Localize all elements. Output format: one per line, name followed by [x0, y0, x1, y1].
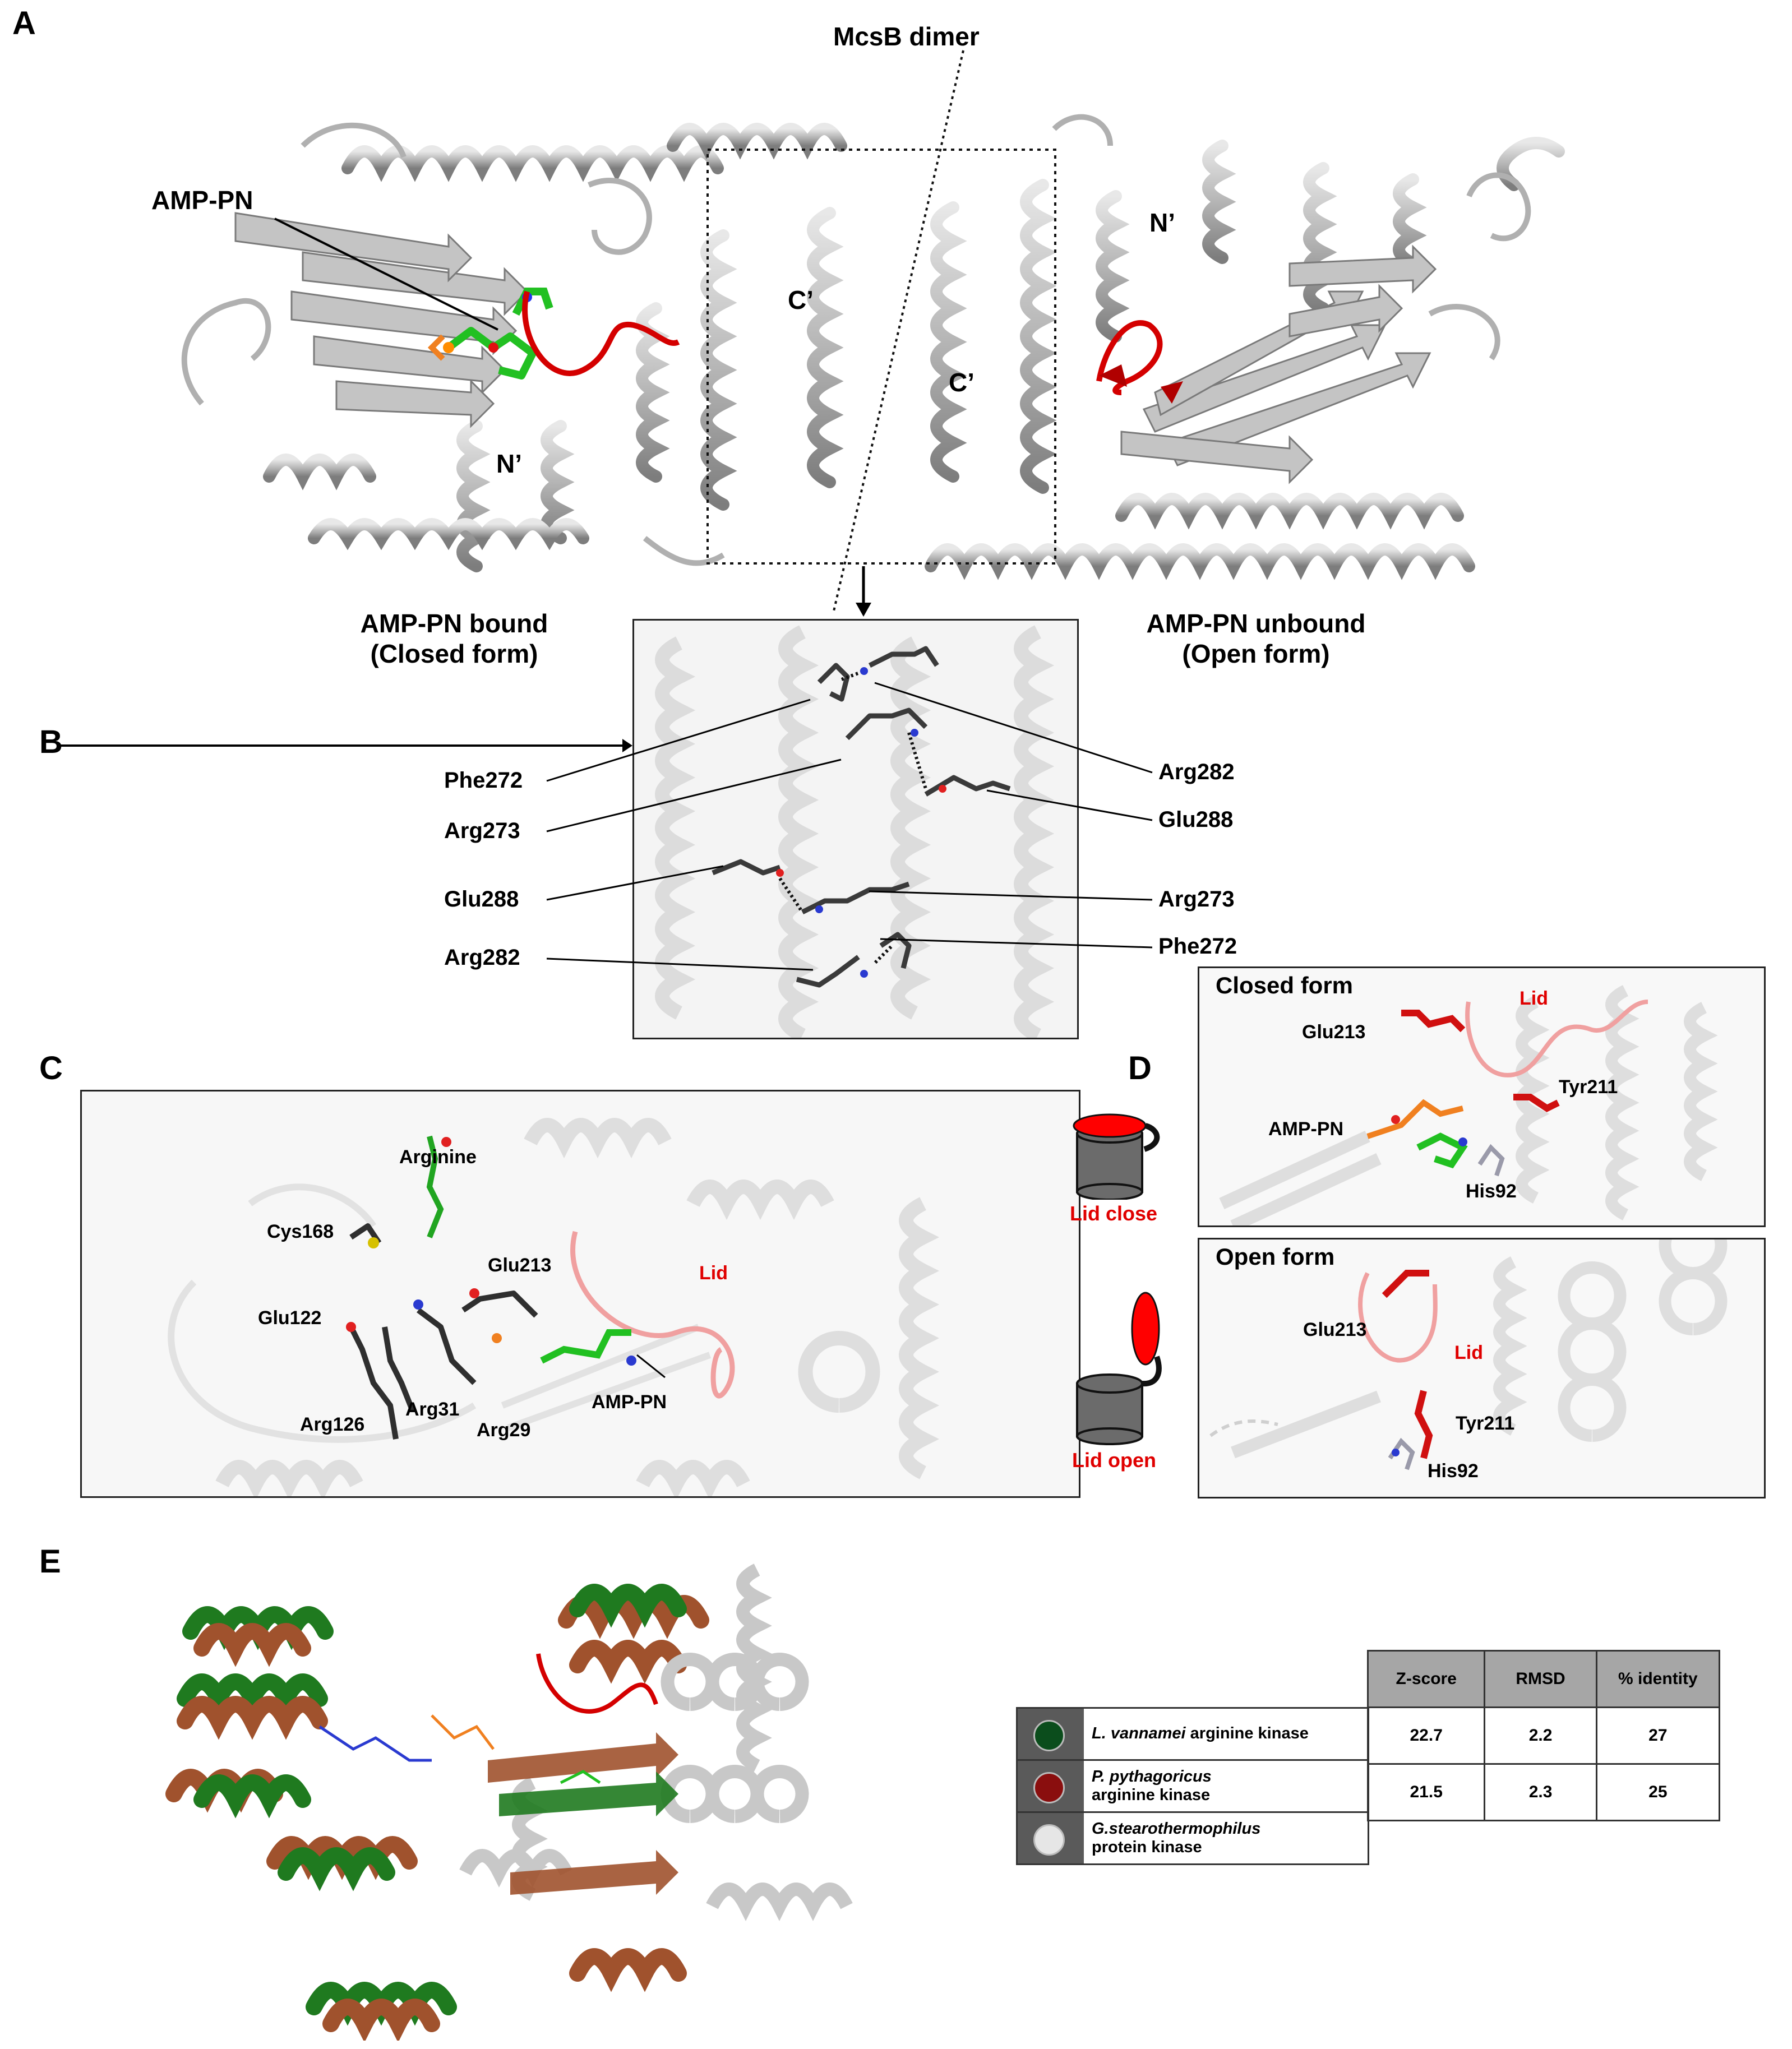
- lid-loop-open: [1096, 320, 1163, 395]
- c-lid-label: Lid: [699, 1262, 728, 1284]
- c-cys168-label: Cys168: [267, 1221, 334, 1242]
- right-monomer: [925, 137, 1565, 580]
- similarity-table: Z-score RMSD % identity 22.7 2.2 27 21.5…: [1366, 1650, 1721, 1821]
- closed-amppn-label: AMP-PN: [1268, 1118, 1344, 1140]
- b-left-label-2: Glu288: [444, 887, 519, 912]
- panel-letter-e: E: [39, 1543, 61, 1580]
- right-beta-sheet: [1120, 244, 1437, 484]
- c-term-left-label: C’: [788, 285, 814, 314]
- right-loops: [1052, 114, 1531, 360]
- b-right-label-0: Arg282: [1158, 760, 1235, 784]
- table-header-row: Z-score RMSD % identity: [1366, 1650, 1721, 1708]
- amppn-label-a: AMP-PN: [151, 186, 253, 215]
- closed-form-box: [1198, 966, 1766, 1227]
- row0-rmsd: 2.2: [1484, 1706, 1597, 1765]
- unbound-title-line1: AMP-PN unbound: [1146, 609, 1366, 638]
- b-left-label-0: Phe272: [444, 768, 523, 793]
- table-row: 21.5 2.3 25: [1366, 1763, 1721, 1821]
- legend-dot-red: [1033, 1772, 1065, 1803]
- panel-letter-c: C: [39, 1050, 63, 1086]
- table-row: 22.7 2.2 27: [1366, 1706, 1721, 1765]
- legend-desc-0: arginine kinase: [1185, 1724, 1309, 1743]
- dimer-label: McsB dimer: [833, 22, 980, 51]
- closed-lid-label: Lid: [1519, 988, 1548, 1009]
- header-rmsd: RMSD: [1484, 1650, 1597, 1708]
- c-arginine-label: Arginine: [399, 1146, 477, 1168]
- legend-species-2: G.stearothermophilus: [1092, 1819, 1261, 1838]
- header-zscore: Z-score: [1366, 1650, 1486, 1708]
- left-loops: [181, 122, 725, 566]
- unbound-form-title: AMP-PN unbound (Open form): [1121, 608, 1391, 669]
- c-arg126-label: Arg126: [300, 1414, 365, 1435]
- closed-glu213-label: Glu213: [1302, 1021, 1366, 1043]
- unbound-title-line2: (Open form): [1182, 639, 1330, 668]
- legend-dot-green: [1033, 1720, 1065, 1751]
- lid-loop-c: [570, 1231, 735, 1399]
- panel-b-box: [632, 619, 1079, 1039]
- closed-form-title: Closed form: [1216, 972, 1354, 998]
- row0-zscore: 22.7: [1366, 1706, 1486, 1765]
- b-right-label-1: Glu288: [1158, 807, 1234, 832]
- lid-open-icon: [1067, 1289, 1179, 1446]
- legend-desc-1: arginine kinase: [1092, 1786, 1211, 1804]
- panel-letter-d: D: [1128, 1050, 1152, 1086]
- open-his92-label: His92: [1428, 1460, 1479, 1482]
- legend-species-0: L. vannamei: [1092, 1724, 1186, 1743]
- open-glu213-label: Glu213: [1303, 1319, 1367, 1340]
- open-tyr211-label: Tyr211: [1456, 1413, 1515, 1434]
- panel-c-box: [80, 1090, 1080, 1498]
- closed-his92-label: His92: [1466, 1181, 1517, 1202]
- b-right-label-3: Phe272: [1158, 934, 1237, 959]
- legend-desc-2: protein kinase: [1092, 1838, 1202, 1856]
- header-identity: % identity: [1595, 1650, 1721, 1708]
- open-form-box: [1198, 1238, 1766, 1498]
- row1-identity: 25: [1595, 1763, 1721, 1821]
- c-glu122-label: Glu122: [258, 1307, 322, 1329]
- c-arg31-label: Arg31: [405, 1399, 460, 1420]
- row0-identity: 27: [1595, 1706, 1721, 1765]
- b-right-label-2: Arg273: [1158, 887, 1235, 912]
- bound-form-title: AMP-PN bound (Closed form): [325, 608, 583, 669]
- closed-tyr211-label: Tyr211: [1559, 1076, 1618, 1098]
- lid-close-icon: [1067, 1110, 1179, 1200]
- row1-zscore: 21.5: [1366, 1763, 1486, 1821]
- lid-loop-closed: [522, 290, 680, 376]
- amp-pn-ligand-left: [427, 288, 553, 380]
- panel-e-overlay: [151, 1558, 959, 2041]
- b-left-label-1: Arg273: [444, 818, 520, 843]
- n-term-left-label: N’: [496, 449, 522, 478]
- lid-open-label: Lid open: [1072, 1449, 1156, 1472]
- dimer-interface-box: [706, 149, 1056, 565]
- panel-letter-b: B: [39, 724, 63, 760]
- row1-rmsd: 2.3: [1484, 1763, 1597, 1821]
- c-glu213-label: Glu213: [488, 1255, 552, 1276]
- b-left-label-3: Arg282: [444, 945, 520, 970]
- left-beta-sheet: [234, 212, 529, 428]
- bound-title-line2: (Closed form): [370, 639, 538, 668]
- open-form-title: Open form: [1216, 1243, 1335, 1270]
- panel-letter-a: A: [12, 5, 36, 41]
- lid-close-label: Lid close: [1070, 1202, 1158, 1225]
- legend-species-1: P. pythagoricus: [1092, 1767, 1212, 1786]
- legend-row-vannamei: L. vannamei arginine kinase: [1016, 1707, 1369, 1761]
- n-term-right-label: N’: [1149, 208, 1175, 237]
- legend-dot-gray: [1033, 1824, 1065, 1856]
- c-arg29-label: Arg29: [477, 1419, 531, 1441]
- bound-title-line1: AMP-PN bound: [360, 609, 548, 638]
- c-amppn-label: AMP-PN: [592, 1391, 667, 1413]
- open-lid-label: Lid: [1454, 1342, 1483, 1363]
- c-term-right-label: C’: [949, 368, 974, 397]
